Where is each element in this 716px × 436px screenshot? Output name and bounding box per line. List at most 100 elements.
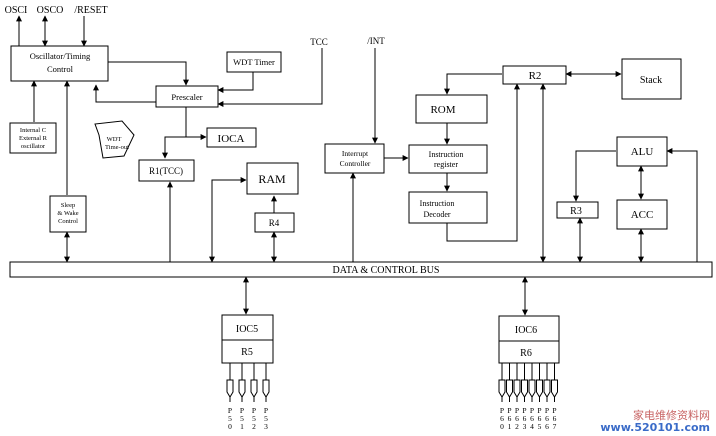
rc-osc-line3: oscillator [21,143,46,150]
pin-label-char: 4 [530,422,534,431]
pin-label-char: 0 [228,422,232,431]
pin-p65 [536,363,543,402]
r3-label: R3 [570,206,582,217]
inst-reg-block [408,144,488,174]
alu-block [616,136,668,167]
r2-to-rom [444,73,502,95]
pin-label-char: 2 [515,422,519,431]
oscillator-block [10,45,109,82]
alu-label: ALU [631,146,654,158]
ioc6-label: IOC6 [515,325,537,336]
wdt-timer-label: WDT Timer [233,57,275,67]
sleep-line2: & Wake [57,210,78,217]
interrupt-block [324,143,385,174]
r2-block [502,65,567,85]
pin-label-char: 5 [252,414,256,423]
bus-label: DATA & CONTROL BUS [333,265,440,276]
ioca-block [206,127,257,148]
osci-label: OSCI [5,5,28,16]
reset-label: /RESET [74,5,107,16]
wdt-timeout-shape [94,120,135,159]
r2-label: R2 [529,70,542,82]
pin-p51 [238,363,246,402]
ioca-label: IOCA [218,133,245,145]
sleep-line3: Control [58,218,78,225]
rom-label: ROM [430,104,455,116]
pin-label-char: P [500,406,504,415]
pin-label-char: 5 [240,414,244,423]
pin-label-char: 3 [523,422,527,431]
pin-label-char: P [252,406,256,415]
inst-dec-line2: Decoder [423,210,450,219]
pin-label-char: 6 [530,414,534,423]
interrupt-line1: Interrupt [342,149,369,158]
pin-label-char: 0 [500,422,504,431]
prescaler-to-osc [93,84,156,103]
pin-label-char: 3 [264,422,268,431]
rom-block [415,94,488,124]
prescaler-label: Prescaler [171,92,202,102]
acc-block [616,199,668,230]
watermark-cn: 家电维修资料网 [633,409,710,422]
r1-block [138,159,195,182]
pin-label-char: 6 [545,414,549,423]
wdt-timer-block [226,51,282,73]
r5-block [221,339,274,364]
prescaler-to-r1 [162,136,186,159]
pin-label-char: 6 [523,414,527,423]
pin-label-char: 5 [228,414,232,423]
ioc5-label: IOC5 [236,324,258,335]
pin-label-char: 7 [553,422,557,431]
pin-p66 [543,363,551,402]
pin-label-char: P [552,406,556,415]
pin-label-char: 6 [538,414,542,423]
pin-p53 [262,363,270,402]
osc-to-prescaler [108,61,189,86]
inst-dec-line1: Instruction [420,199,455,208]
bus-to-ram [209,177,247,263]
wdt-to-prescaler [217,72,254,93]
pin-label-char: P [507,406,511,415]
sleep-block [49,195,87,233]
prescaler-to-ioca [185,107,207,140]
pin-label-char: 2 [252,422,256,431]
pin-p52 [250,363,258,402]
tcc-to-prescaler [217,48,323,107]
oscillator-line1: Oscillator/Timing [30,51,91,61]
pin-label-char: 6 [545,422,549,431]
pin-p62 [513,363,521,402]
ram-block [246,162,299,195]
sleep-line1: Sleep [61,202,75,209]
rc-osc-line1: Internal C [20,127,46,134]
prescaler-block [155,85,219,108]
ioc5-block [221,314,274,341]
r4-block [254,212,295,233]
rc-osc-block [9,122,57,154]
pin-p64 [528,363,536,402]
pin-label-char: 6 [553,414,557,423]
r6-label: R6 [520,348,532,359]
rc-osc-line2: External R [19,135,48,142]
pin-label-char: 1 [508,422,512,431]
wdt-timeout-line1: WDT [107,136,122,143]
alu-to-r3 [573,150,616,202]
watermark-url: www.520101.com [600,421,710,434]
pin-label-char: 6 [508,414,512,423]
pin-label-char: 6 [515,414,519,423]
pin-p67 [551,363,558,402]
pin-label-char: 5 [538,422,542,431]
pin-label-char: P [537,406,541,415]
watermark: 家电维修资料网 www.520101.com [600,410,710,434]
pin-label-char: P [228,406,232,415]
stack-block [621,58,682,100]
pin-label-char: P [515,406,519,415]
pin-label-char: 5 [264,414,268,423]
inst-dec-block [408,191,488,224]
pin-label-char: P [522,406,526,415]
r1-label: R1(TCC) [149,166,183,176]
inst-reg-line2: register [434,160,458,169]
pin-p63 [521,363,528,402]
